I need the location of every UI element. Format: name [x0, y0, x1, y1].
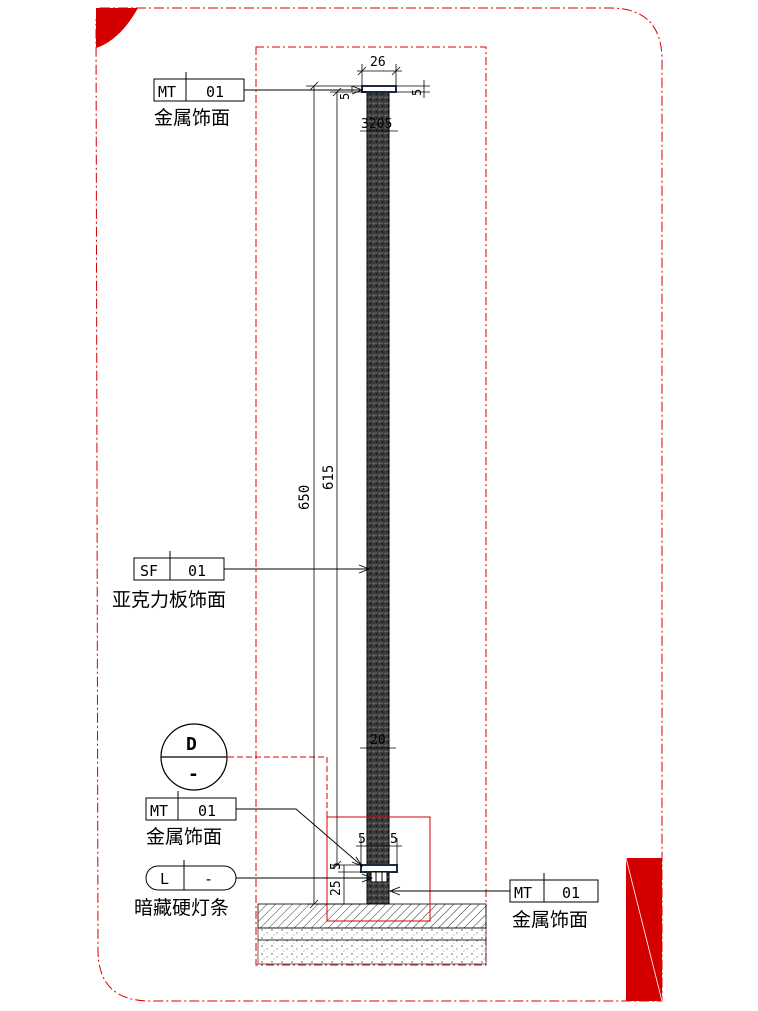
tag-mt-top-label: 金属饰面: [154, 107, 230, 129]
tag-mt-mid-num: 01: [198, 802, 216, 820]
view-boundary: [255, 46, 487, 966]
dim-panel-height: 615: [321, 465, 337, 490]
tag-sf-code: SF: [140, 562, 158, 580]
dim-top-cap-right: 5: [410, 89, 424, 96]
dimension-lines: [306, 64, 430, 909]
dim-base-b: 5: [329, 862, 344, 870]
acrylic-panel: [366, 91, 390, 866]
tag-light-code: L: [160, 870, 169, 888]
tag-mt-mid-code: MT: [150, 802, 168, 820]
detail-leader: [228, 756, 328, 817]
tag-sf-label: 亚克力板饰面: [112, 589, 226, 611]
detail-marker-letter: D: [186, 734, 197, 755]
dim-total-height: 650: [297, 485, 313, 510]
floor-base: [257, 939, 487, 965]
tag-light: L - 暗藏硬灯条: [134, 860, 374, 919]
tag-mt-right: MT 01 金属饰面: [388, 873, 599, 931]
tag-mt-mid: MT 01 金属饰面: [145, 791, 364, 867]
detail-boundary: [326, 816, 431, 922]
dim-panel-thickness: 20: [370, 733, 386, 748]
tag-mt-top-num: 01: [206, 83, 224, 101]
tag-mt-top-code: MT: [158, 83, 176, 101]
corner-mark-bottom-right-edge: [625, 857, 663, 1002]
dim-base-a: 25: [329, 880, 344, 896]
corner-mark-top-left: [96, 8, 138, 48]
dim-bottom-left: 5: [358, 832, 366, 847]
sheet-frame: [95, 7, 663, 1002]
tag-sf-num: 01: [188, 562, 206, 580]
detail-marker-sub: -: [188, 764, 199, 785]
dim-top-cap-left: 5: [338, 93, 352, 100]
dim-bottom-right: 5: [390, 832, 398, 847]
tag-light-num: -: [204, 870, 213, 888]
floor-hatch: [257, 903, 487, 929]
floor-screed: [257, 927, 487, 941]
tag-mt-right-label: 金属饰面: [512, 909, 588, 931]
detail-marker: D -: [160, 723, 228, 791]
tag-mt-right-num: 01: [562, 884, 580, 902]
bottom-metal-cap: [360, 864, 398, 873]
dim-top-inner: 3205: [361, 117, 392, 132]
tag-sf: SF 01 亚克力板饰面: [112, 551, 371, 611]
dim-top-width: 26: [370, 55, 386, 70]
tag-light-label: 暗藏硬灯条: [134, 897, 229, 919]
top-metal-cap: [361, 85, 397, 93]
tag-mt-mid-label: 金属饰面: [146, 826, 222, 848]
tag-mt-top: MT 01 金属饰面: [153, 72, 364, 129]
tag-mt-right-code: MT: [514, 884, 532, 902]
light-strip: [370, 871, 388, 883]
